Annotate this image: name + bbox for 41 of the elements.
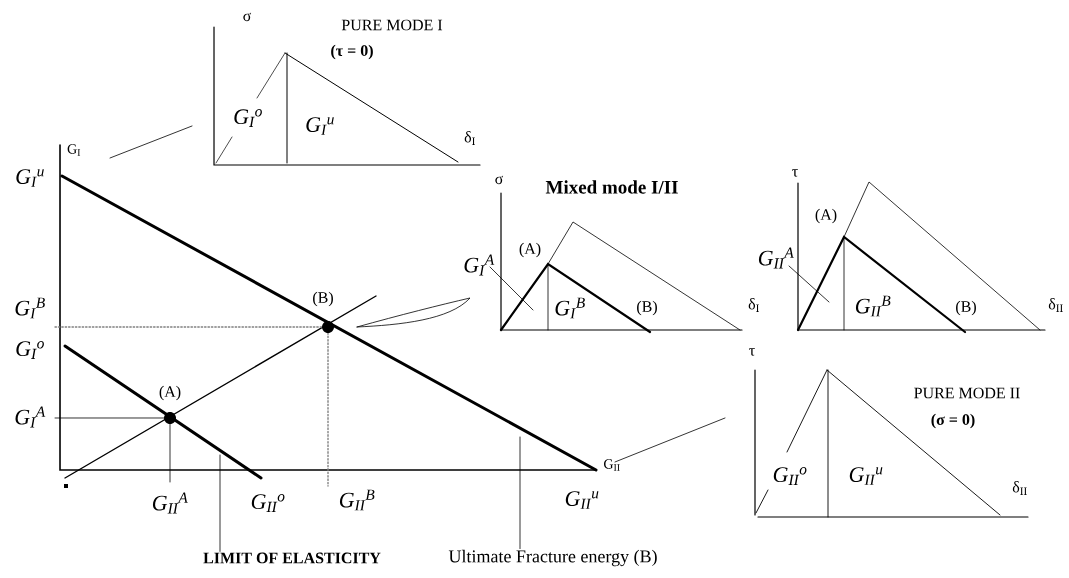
- tick-label: G$_{II}$A: [152, 492, 188, 514]
- axis-label: δ$_{I}$: [748, 298, 759, 312]
- point-label: (B): [637, 300, 657, 316]
- point-label: (A): [519, 242, 541, 258]
- point-label: (B): [956, 300, 976, 316]
- tick-label: G$_{II}$u: [565, 491, 599, 509]
- axis-label: G$_{I}$: [67, 144, 81, 156]
- tick-label: G$_{II}$B: [339, 489, 375, 511]
- energy-label: G$_{II}$o: [773, 467, 807, 485]
- leader-line: [219, 454, 221, 552]
- energy-label: G$_{II}$B: [855, 295, 891, 317]
- axis-label: τ: [792, 169, 798, 177]
- point-label: (B): [313, 291, 333, 307]
- panel-subtitle: (σ = 0): [931, 413, 975, 429]
- tick-label: G$_{I}$o: [16, 341, 44, 359]
- axis-label: σ: [243, 12, 252, 22]
- tick-label: G$_{I}$B: [15, 297, 45, 319]
- axis-label: σ: [495, 175, 504, 185]
- caption-text: Ultimate Fracture energy (B): [448, 549, 657, 567]
- leader-line: [519, 436, 521, 549]
- axis-label: τ: [749, 348, 755, 356]
- panel-title: PURE MODE I: [341, 19, 443, 31]
- energy-label: G$_{I}$B: [555, 297, 585, 319]
- tick-label: G$_{II}$o: [251, 494, 285, 512]
- energy-label: G$_{I}$A: [464, 254, 495, 276]
- energy-label: G$_{II}$A: [758, 247, 794, 269]
- energy-label: G$_{I}$u: [306, 117, 334, 135]
- panel-subtitle: (τ = 0): [331, 44, 373, 60]
- energy-label: G$_{I}$o: [234, 109, 262, 127]
- caption-text: LIMIT OF ELASTICITY: [203, 552, 381, 564]
- axis-label: δ$_{II}$: [1012, 481, 1027, 495]
- panel-title: PURE MODE II: [914, 387, 1020, 399]
- tick-label: G$_{I}$u: [16, 169, 44, 187]
- point-label: (A): [815, 208, 837, 224]
- panel-title: Mixed mode I/II: [545, 180, 678, 194]
- axis-label: δ$_{I}$: [464, 131, 475, 145]
- energy-label: G$_{II}$u: [849, 467, 883, 485]
- point-label: (A): [159, 385, 181, 401]
- axis-label: δ$_{II}$: [1048, 298, 1063, 312]
- tick-label: G$_{I}$A: [15, 406, 46, 428]
- axis-label: G$_{II}$: [604, 459, 620, 471]
